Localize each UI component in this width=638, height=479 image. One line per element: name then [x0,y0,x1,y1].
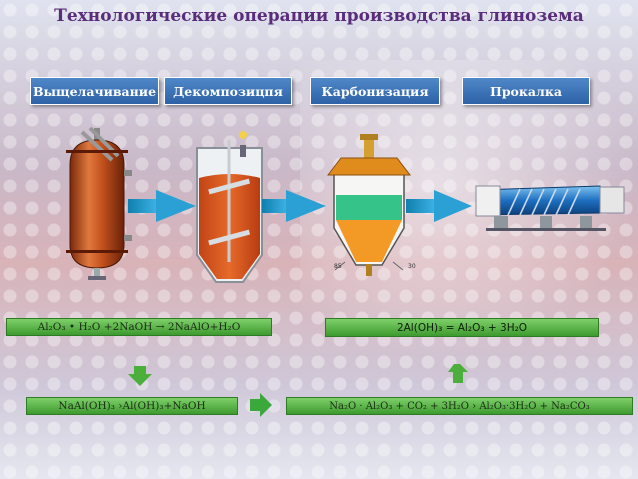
stage-carbonization-label: Карбонизация [310,77,440,105]
rotary-kiln [475,185,625,231]
autoclave-vessel [66,126,132,280]
equation-calcination: 2Al(OH)₃ = Al₂O₃ + 3H₂O [325,318,599,337]
equation-decomposition: NaAl(OH)₃ ›Al(OH)₃+NaOH [26,397,238,415]
stage-decomposition-label: Декомпозицпя [164,77,292,105]
flow-arrow-1 [128,190,196,222]
carbonizer-label-right: 30 [408,263,416,270]
equation-leaching: Al₂O₃ • H₂O +2NaOH → 2NaAlO+H₂O [6,318,272,336]
equation-carbonization: Na₂O · Al₂O₃ + CO₂ + 3H₂O › Al₂O₃·3H₂O +… [286,397,633,415]
carbonizer-label-left: 85 [334,263,342,270]
flow-arrow-3 [406,190,472,222]
carbonizer-column [326,134,412,276]
green-arrow-up [448,364,468,383]
stage-leaching-label: Выщелачивание [30,77,159,105]
stage-calcination-label: Прокалка [462,77,590,105]
flow-arrow-2 [262,190,326,222]
green-arrow-down [128,366,152,386]
green-arrow-right [250,393,272,417]
decomposer-tank [196,131,263,283]
page-title: Технологические операции производства гл… [54,6,584,26]
